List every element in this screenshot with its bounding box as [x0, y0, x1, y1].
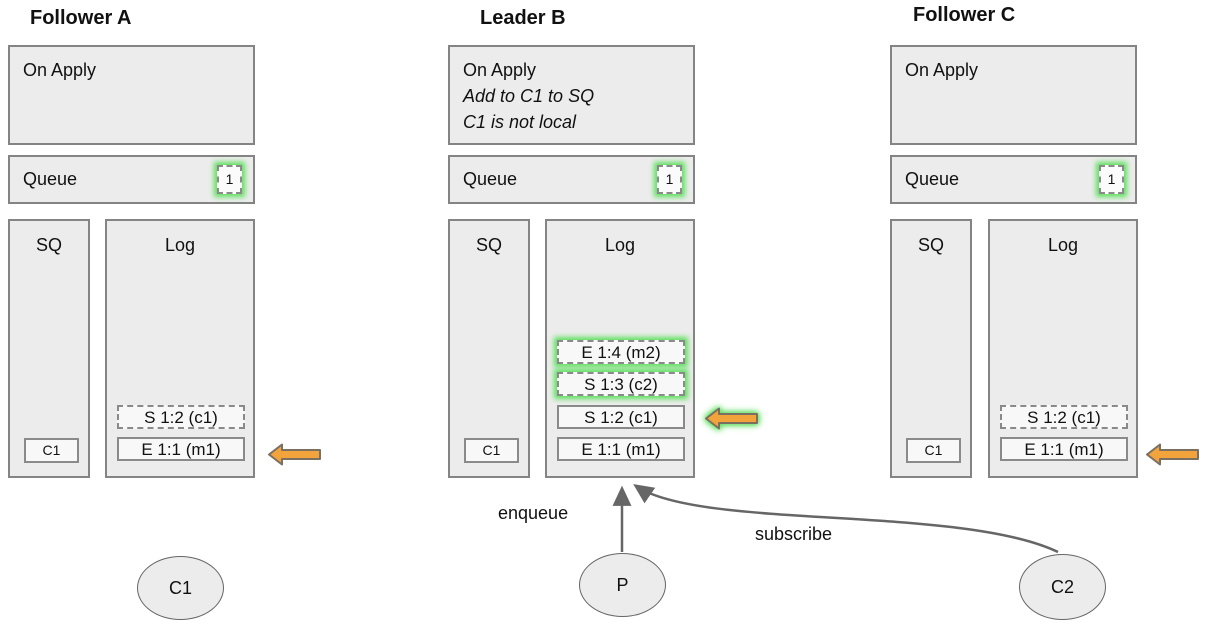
queue-count-badge: 1 — [1099, 165, 1124, 194]
node-title-leader-b: Leader B — [480, 7, 566, 29]
enqueue-edge-label: enqueue — [498, 503, 569, 523]
follower-a-queue-box: Queue 1 — [8, 155, 255, 204]
highlight-arrow-icon — [268, 443, 321, 466]
log-entry: S 1:2 (c1) — [557, 405, 685, 429]
queue-label: Queue — [463, 169, 518, 189]
leader-b-on-apply-box: On Apply Add to C1 to SQ C1 is not local — [448, 45, 695, 145]
on-apply-label: On Apply — [463, 60, 537, 80]
sq-label: SQ — [917, 235, 944, 255]
follower-a-sq-box: SQ C1 — [8, 219, 90, 478]
leader-b-queue-box: Queue 1 — [448, 155, 695, 204]
node-title-follower-c: Follower C — [913, 4, 1016, 26]
follower-c-queue-box: Queue 1 — [890, 155, 1137, 204]
follower-a-log-box: Log S 1:2 (c1) E 1:1 (m1) — [105, 219, 255, 478]
log-entry: E 1:1 (m1) — [557, 437, 685, 461]
on-apply-label: On Apply — [23, 60, 97, 80]
queue-count-badge: 1 — [657, 165, 682, 194]
sq-item-c1: C1 — [464, 438, 519, 463]
queue-label: Queue — [23, 169, 78, 189]
actor-c1: C1 — [137, 556, 224, 620]
log-entry: E 1:1 (m1) — [117, 437, 245, 461]
sq-item-c1: C1 — [24, 438, 79, 463]
log-label: Log — [604, 235, 636, 255]
log-entry: E 1:1 (m1) — [1000, 437, 1128, 461]
on-apply-note: Add to C1 to SQ — [463, 86, 595, 106]
log-entry: S 1:2 (c1) — [117, 405, 245, 429]
on-apply-note: C1 is not local — [463, 112, 577, 132]
subscribe-edge-label: subscribe — [755, 524, 833, 544]
sq-label: SQ — [475, 235, 502, 255]
leader-b-log-box: Log E 1:4 (m2) S 1:3 (c2) S 1:2 (c1) E 1… — [545, 219, 695, 478]
log-entry: E 1:4 (m2) — [557, 340, 685, 364]
subscribe-arrow — [633, 484, 1059, 554]
queue-count-badge: 1 — [217, 165, 242, 194]
log-entry: S 1:2 (c1) — [1000, 405, 1128, 429]
sq-item-c1: C1 — [906, 438, 961, 463]
log-label: Log — [1047, 235, 1079, 255]
log-entry: S 1:3 (c2) — [557, 372, 685, 396]
actor-label: C1 — [168, 577, 192, 598]
highlight-arrow-icon — [705, 407, 758, 430]
follower-a-on-apply-box: On Apply — [8, 45, 255, 145]
node-title-follower-a: Follower A — [30, 7, 132, 29]
highlight-arrow-icon — [1146, 443, 1199, 466]
actor-label: C2 — [1050, 576, 1074, 597]
sq-label: SQ — [35, 235, 62, 255]
follower-c-on-apply-box: On Apply — [890, 45, 1137, 145]
follower-c-log-box: Log S 1:2 (c1) E 1:1 (m1) — [988, 219, 1138, 478]
log-label: Log — [164, 235, 196, 255]
on-apply-label: On Apply — [905, 60, 979, 80]
leader-b-sq-box: SQ C1 — [448, 219, 530, 478]
actor-label: P — [616, 574, 629, 595]
follower-c-sq-box: SQ C1 — [890, 219, 972, 478]
actor-p: P — [579, 553, 666, 617]
queue-label: Queue — [905, 169, 960, 189]
actor-c2: C2 — [1019, 554, 1106, 620]
